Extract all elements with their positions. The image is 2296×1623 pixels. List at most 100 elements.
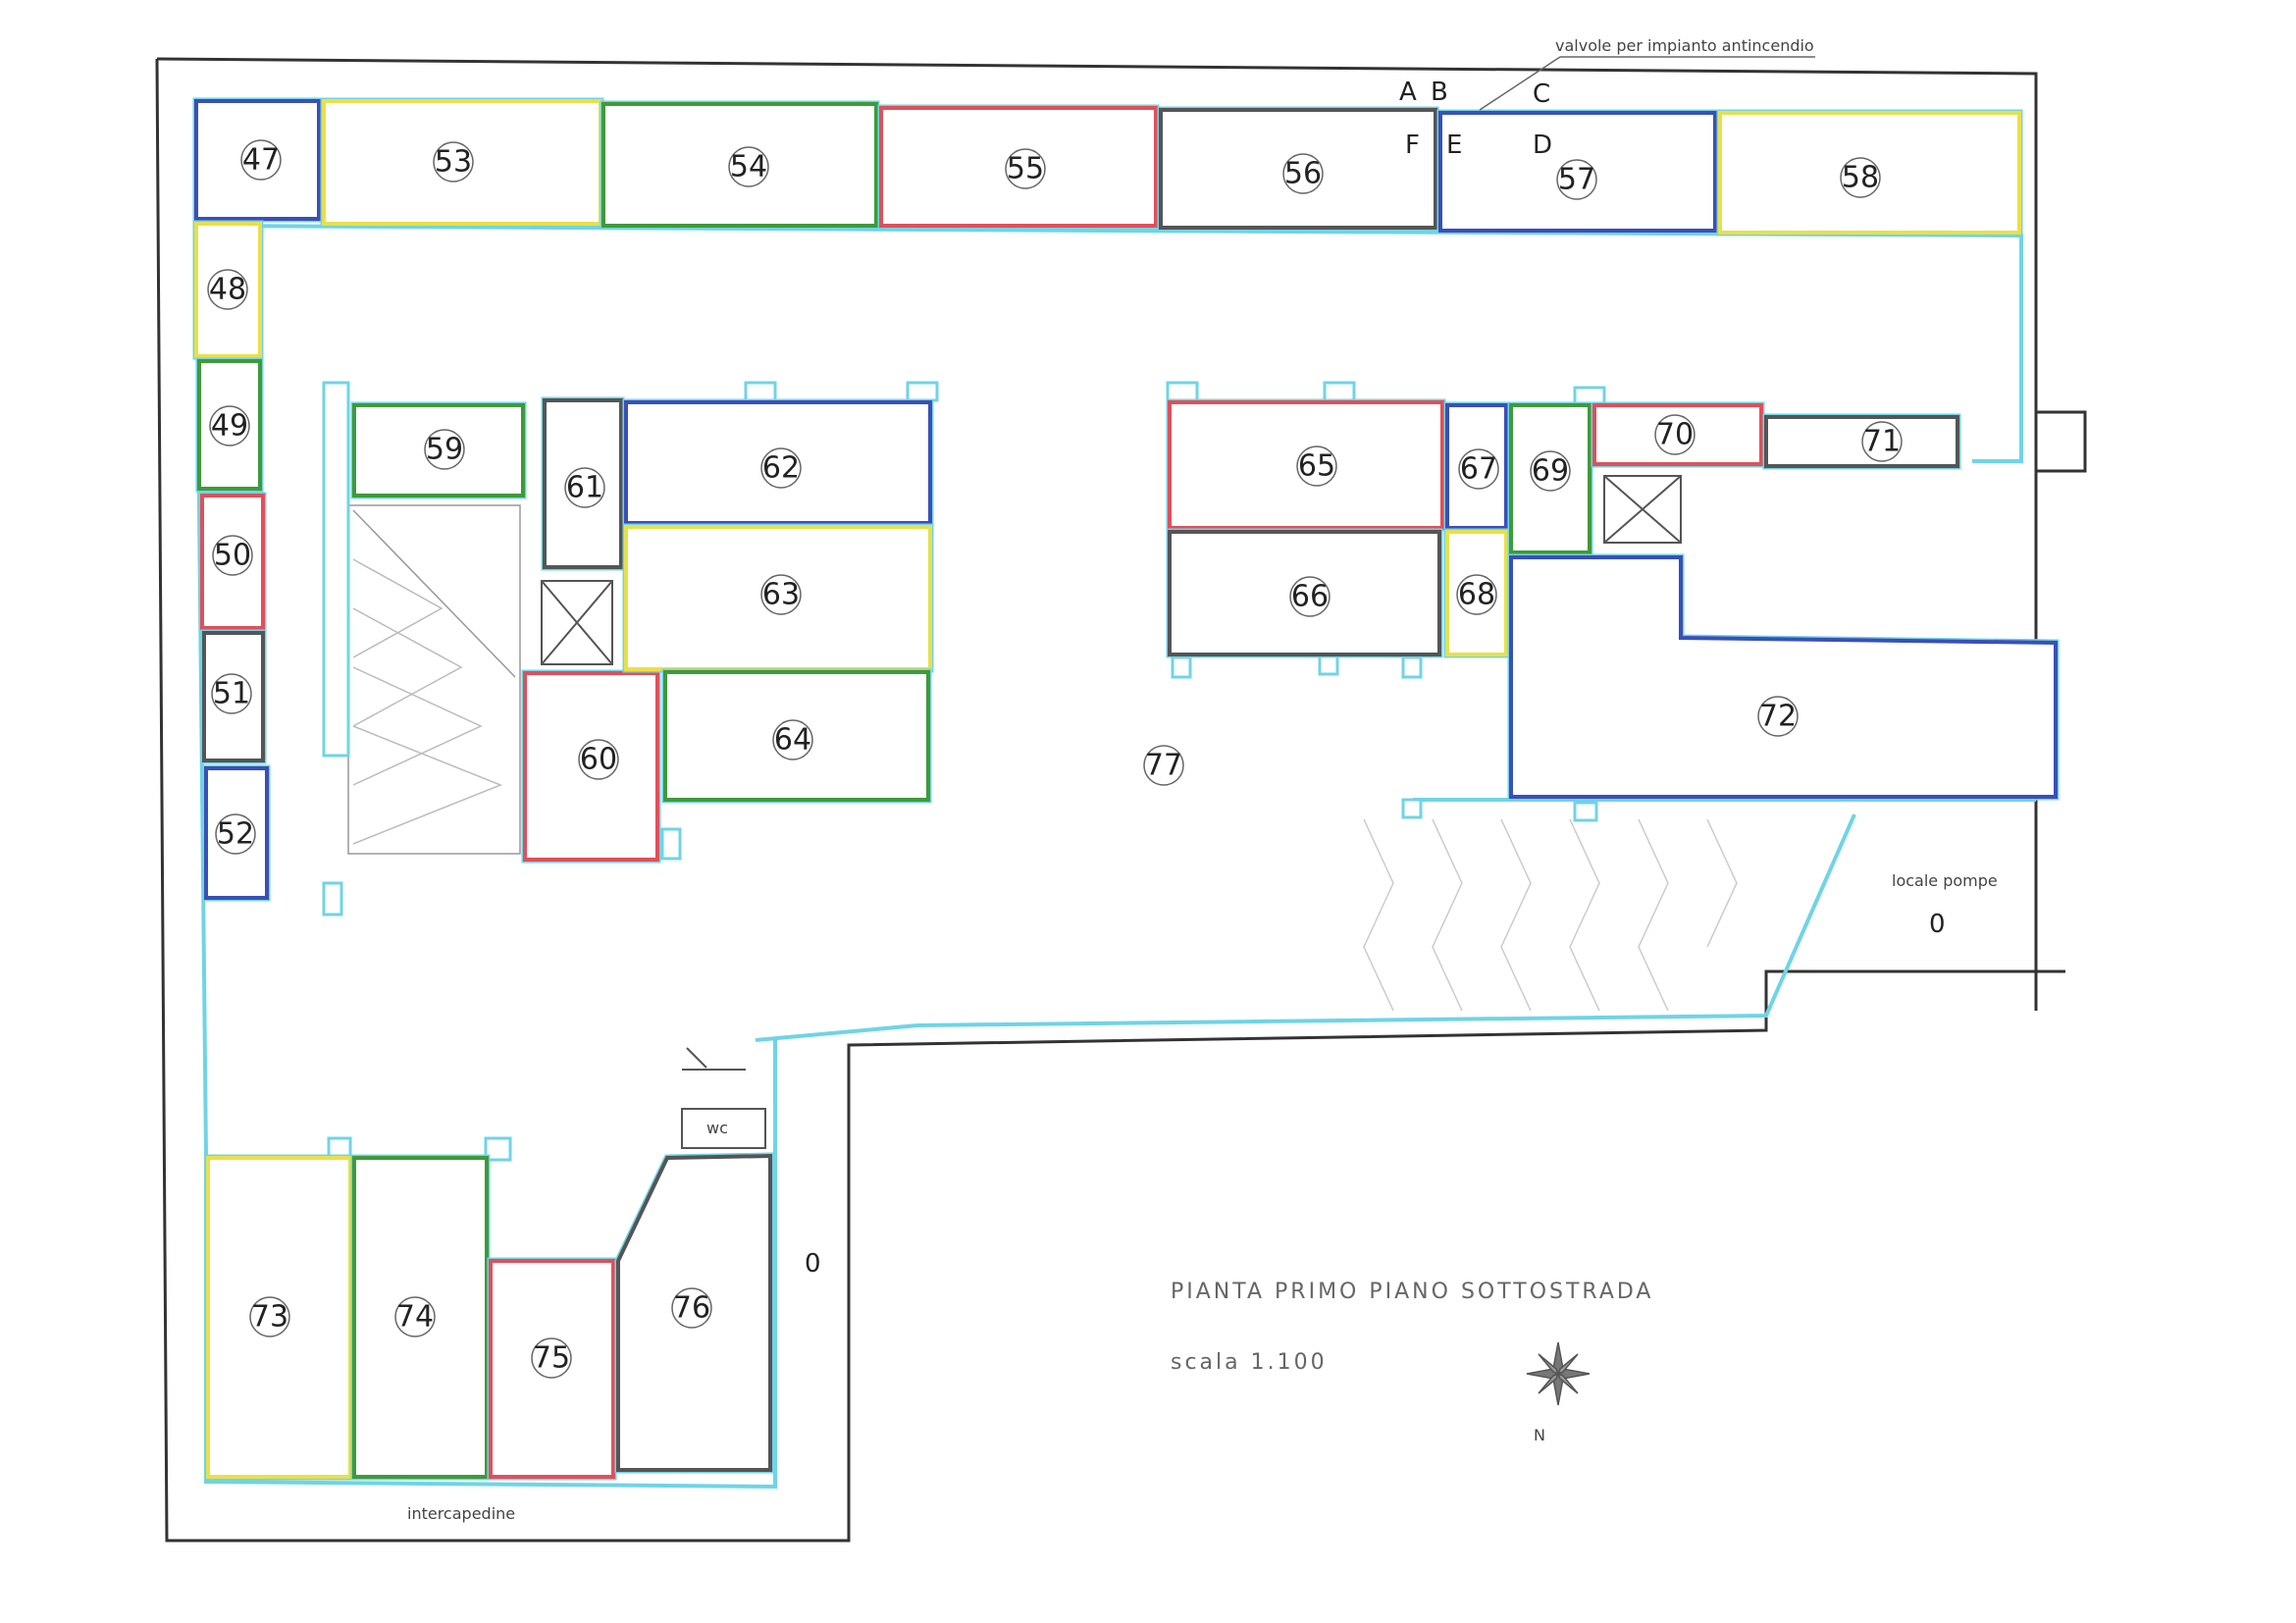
unit-77-badge [1143,745,1184,786]
valves-note: valvole per impianto antincendio [1555,36,1814,55]
unit-55: 55 [877,104,1160,230]
wc-room [681,1047,766,1149]
lift-shaft-left [541,580,613,665]
unit-63-badge [760,574,802,615]
lift-shaft-right [1603,475,1682,544]
unit-72-badge [1757,696,1799,737]
pump-room-level: 0 [1929,910,1946,939]
unit-61-badge [564,467,605,508]
unit-70-badge [1654,414,1696,455]
ramp-left [347,504,521,855]
marker-d: D [1533,131,1552,160]
unit-49-badge [209,405,250,446]
unit-56: 56 [1157,106,1439,232]
unit-62-label: 62 [762,451,800,486]
unit-69-badge [1530,450,1571,492]
unit-73-badge [249,1296,290,1337]
marker-e: E [1446,131,1462,160]
unit-50-label: 50 [214,539,251,573]
unit-56-label: 56 [1284,157,1322,191]
unit-76-label: 76 [673,1291,710,1326]
unit-51-label: 51 [213,677,250,711]
unit-52-label: 52 [217,817,254,852]
unit-50: 50 [198,492,267,632]
unit-64-badge [772,719,813,760]
unit-57: 57 [1436,109,1719,235]
unit-71: 71 [1762,413,1961,470]
unit-72-label: 72 [1759,700,1797,734]
unit-77: 77 [1143,745,1184,786]
unit-62: 62 [622,398,934,527]
unit-75-label: 75 [533,1341,570,1376]
unit-68-label: 68 [1458,578,1495,612]
unit-53-label: 53 [435,145,472,180]
unit-69: 69 [1507,401,1593,556]
unit-60: 60 [521,669,661,864]
unit-55-label: 55 [1007,152,1044,186]
valves-leader [1479,56,1561,111]
unit-66-badge [1289,576,1331,617]
unit-71-label: 71 [1863,425,1901,459]
unit-54-label: 54 [730,150,767,184]
unit-58-badge [1840,157,1881,198]
unit-48: 48 [192,220,264,360]
compass-north-label: N [1534,1426,1545,1444]
unit-66-label: 66 [1291,580,1329,614]
marker-a: A [1399,78,1417,107]
unit-73-label: 73 [251,1300,288,1335]
unit-67: 67 [1443,401,1510,532]
marker-c: C [1533,79,1550,109]
unit-75: 75 [487,1257,617,1481]
unit-56-outline [1159,108,1437,230]
unit-54-badge [728,146,769,187]
unit-55-badge [1005,148,1046,189]
unit-47: 47 [192,97,323,223]
unit-49: 49 [195,357,264,493]
compass-icon [1526,1341,1591,1406]
unit-53: 53 [320,97,604,228]
unit-62-badge [760,447,802,489]
unit-70: 70 [1591,401,1765,468]
unit-52: 52 [202,764,271,902]
unit-61: 61 [541,396,625,571]
unit-59-label: 59 [426,433,463,467]
unit-58: 58 [1716,109,2023,236]
marker-f: F [1405,131,1420,160]
unit-54: 54 [600,100,880,230]
unit-74-label: 74 [396,1300,434,1335]
unit-52-badge [215,813,256,855]
interspace-label: intercapedine [407,1504,515,1523]
unit-76: 76 [614,1152,774,1474]
unit-67-badge [1458,448,1499,490]
unit-59: 59 [350,401,527,499]
unit-63-label: 63 [762,578,800,612]
unit-68: 68 [1443,528,1510,658]
unit-57-badge [1556,159,1597,200]
unit-51: 51 [200,629,267,764]
ramp-right [1363,818,1738,1012]
unit-65-label: 65 [1298,449,1335,484]
unit-47-badge [240,139,282,181]
unit-58-label: 58 [1842,161,1879,195]
unit-61-label: 61 [566,471,603,505]
unit-71-badge [1861,421,1903,462]
unit-74-badge [394,1296,436,1337]
pump-room-label: locale pompe [1892,871,1998,890]
unit-64: 64 [661,668,932,804]
unit-72-outline [1509,555,2058,799]
unit-70-label: 70 [1656,418,1694,452]
unit-60-label: 60 [580,743,617,777]
unit-59-badge [424,429,465,470]
unit-67-label: 67 [1460,452,1497,487]
unit-76-badge [671,1287,712,1329]
unit-73: 73 [204,1154,354,1481]
unit-66: 66 [1166,528,1443,658]
unit-65-badge [1296,445,1337,487]
unit-51-badge [211,673,252,714]
unit-69-label: 69 [1532,454,1569,489]
unit-72: 72 [1507,553,2060,801]
unit-64-label: 64 [774,723,811,758]
unit-68-badge [1456,574,1497,615]
unit-75-outline [489,1259,615,1479]
